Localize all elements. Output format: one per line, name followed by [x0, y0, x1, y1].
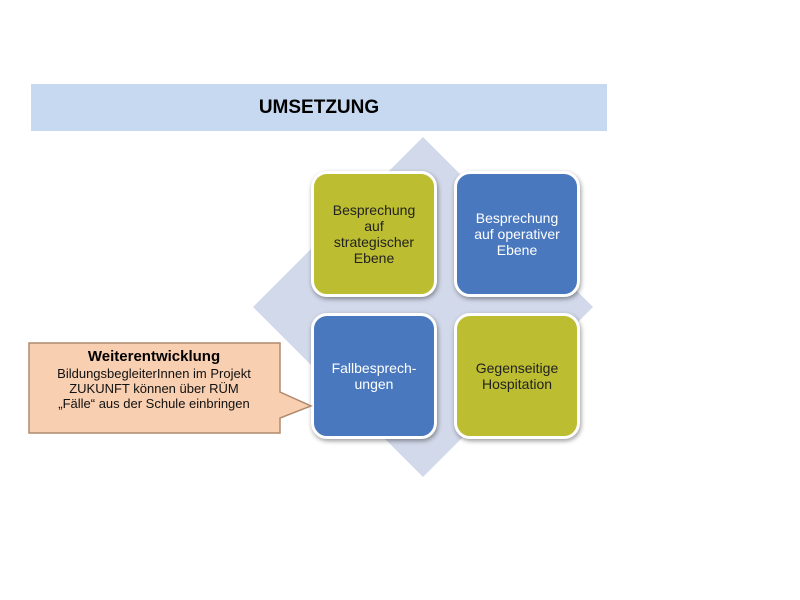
tile-operative-meeting: Besprechung auf operativer Ebene — [454, 171, 580, 297]
tile-label: Gegenseitige Hospitation — [475, 360, 559, 392]
tile-label: Besprechung auf strategischer Ebene — [332, 202, 416, 266]
page-title: UMSETZUNG — [258, 96, 380, 118]
title-bar: UMSETZUNG — [31, 84, 607, 131]
tile-mutual-hospitation: Gegenseitige Hospitation — [454, 313, 580, 439]
tile-case-discussions: Fallbesprech- ungen — [311, 313, 437, 439]
callout-title: Weiterentwicklung — [87, 348, 221, 365]
callout-body: BildungsbegleiterInnen im Projekt ZUKUNF… — [57, 366, 251, 411]
callout-shape — [28, 342, 313, 434]
tile-label: Besprechung auf operativer Ebene — [474, 210, 560, 258]
tile-strategic-meeting: Besprechung auf strategischer Ebene — [311, 171, 437, 297]
tile-label: Fallbesprech- ungen — [331, 360, 417, 392]
callout-bubble — [28, 342, 313, 434]
callout-text: Weiterentwicklung BildungsbegleiterInnen… — [28, 342, 280, 434]
